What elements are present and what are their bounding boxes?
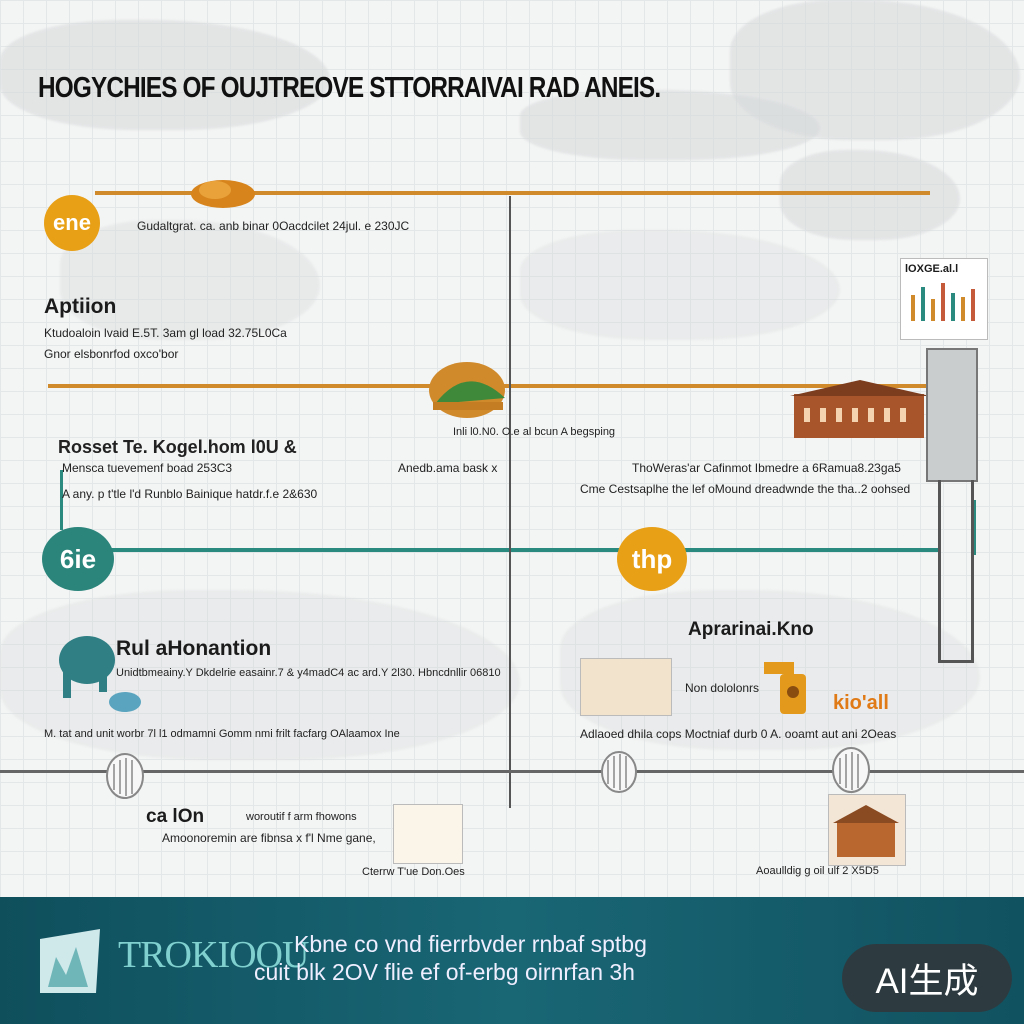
row1-caption: Gudaltgrat. ca. anb binar 0Oacdcilet 24j… xyxy=(137,219,410,233)
connector xyxy=(60,470,63,530)
map-blotch xyxy=(520,230,840,340)
footer-line1: Kbne co vnd fierrbvder rnbaf sptbg xyxy=(294,931,647,957)
inset-bars xyxy=(911,283,975,321)
row2-mid-caption: Inli l0.N0. O.e al bcun A begsping xyxy=(453,426,616,438)
aptiion-line2: Gnor elsbonrfod oxco'bor xyxy=(44,347,179,361)
bottom-left-caption: Cterrw T'ue Don.Oes xyxy=(362,866,465,878)
lamp-icon xyxy=(601,751,637,793)
machine-frame xyxy=(938,480,974,663)
ai-generated-badge: AI生成 xyxy=(842,944,1012,1012)
map-blotch xyxy=(0,20,330,130)
bottom-left-illustration xyxy=(393,804,463,864)
row2-right-line2: Cme Cestsaplhe the lef oMound dreadwnde … xyxy=(580,482,911,496)
row2-left-heading: Rosset Te. Kogel.hom l0U & xyxy=(58,437,297,457)
aptiion-heading: Aptiion xyxy=(44,295,117,318)
row2-left-line1: Mensca tuevemenf boad 253C3 xyxy=(62,461,233,475)
mountain-helmet-icon xyxy=(429,362,505,418)
animal-icon xyxy=(59,636,141,712)
bottom-left-line1: woroutif f arm fhowons xyxy=(246,811,357,823)
row2-right-line1: ThoWeras'ar Cafinmot Ibmedre a 6Ramua8.2… xyxy=(632,461,901,475)
lamp-icon xyxy=(106,753,144,799)
aptiion-line1: Ktudoaloin lvaid E.5T. 3am gl load 32.75… xyxy=(44,326,287,340)
apr-photo xyxy=(580,658,672,716)
map-blotch xyxy=(780,150,960,240)
badge-row1: ene xyxy=(44,195,100,251)
row2-left-line2: A any. p t'tle l'd Runblo Bainique hatdr… xyxy=(62,487,318,501)
building-illustration xyxy=(790,380,930,438)
map-blotch xyxy=(730,0,1020,140)
rul-line1: Unidtbmeainy.Y Dkdelrie easainr.7 & y4ma… xyxy=(116,667,501,679)
rul-heading: Rul aHonantion xyxy=(116,637,272,660)
center-axis xyxy=(509,196,511,808)
rul-line2: M. tat and unit worbr 7l l1 odmamni Gomm… xyxy=(44,728,400,740)
apr-heading: Aprarinai.Kno xyxy=(688,619,814,640)
pump-icon xyxy=(764,662,806,714)
apr-sub: Non dololonrs xyxy=(685,681,760,695)
timeline-row1-line xyxy=(95,191,930,195)
lamp-icon xyxy=(832,747,870,793)
footer-line2: cuit blk 2OV flie ef of-erbg oirnrfan 3h xyxy=(254,959,635,985)
timeline-row3-line xyxy=(100,548,940,552)
bottom-left-line2: Amoonoremin are fibnsa x f'l Nme gane, xyxy=(162,831,376,845)
row2-mid-sub: Anedb.ama bask x xyxy=(398,461,498,475)
page-title: HOGYCHIES OF OUJTREOVE STTORRAIVAI RAD A… xyxy=(38,72,661,104)
footer-logo-text: TROKIOOU xyxy=(118,934,309,976)
building-icon xyxy=(833,805,899,857)
badge-row3-left: 6ie xyxy=(42,527,114,591)
machine-tower xyxy=(926,348,978,482)
helmet-icon xyxy=(191,180,255,208)
inset-chart: lOXGE.al.l xyxy=(900,258,988,340)
bottom-left-heading: ca lOn xyxy=(146,806,205,827)
connector xyxy=(973,500,976,555)
apr-brand: kio'all xyxy=(833,692,889,714)
baseline-axis xyxy=(0,770,1024,773)
badge-row3-mid: thp xyxy=(617,527,687,591)
bottom-right-caption: Aoaulldig g oil ulf 2 X5D5 xyxy=(756,865,879,877)
inset-label: lOXGE.al.l xyxy=(905,263,959,275)
map-blotch xyxy=(60,220,320,340)
bottom-right-illustration xyxy=(828,794,906,866)
apr-line: Adlaoed dhila cops Moctniaf durb 0 A. oo… xyxy=(580,727,897,741)
logo-icon xyxy=(40,929,100,993)
